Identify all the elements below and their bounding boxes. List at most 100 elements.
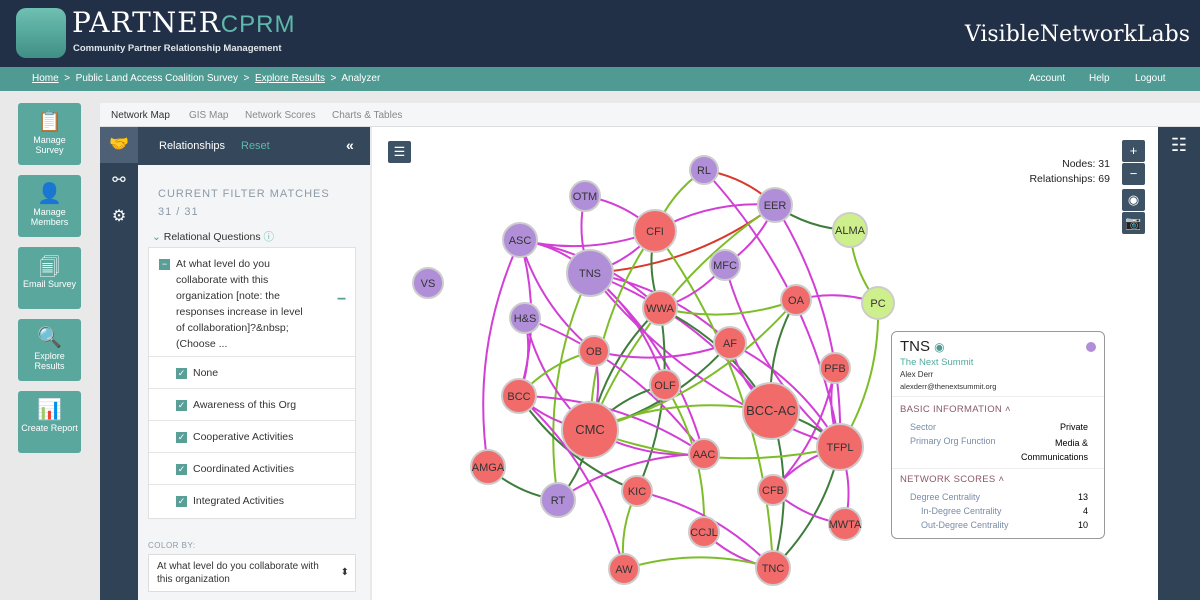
checkbox[interactable]: ✓ xyxy=(176,496,187,507)
create-report-button[interactable]: 📊Create Report xyxy=(18,391,81,453)
node-AAC[interactable]: AAC xyxy=(688,438,720,470)
map-settings-button[interactable]: ☰ xyxy=(388,141,411,163)
node-circle[interactable] xyxy=(816,423,864,471)
tab-network-scores[interactable]: Network Scores xyxy=(245,110,316,121)
node-KIC[interactable]: KIC xyxy=(621,475,653,507)
node-ASC[interactable]: ASC xyxy=(502,222,538,258)
network-scores-toggle[interactable]: NETWORK SCORES ˄ xyxy=(900,474,1005,485)
node-MWTA[interactable]: MWTA xyxy=(828,507,862,541)
nodes-icon[interactable]: ⚯ xyxy=(112,172,126,189)
node-OLF[interactable]: OLF xyxy=(649,369,681,401)
node-BCC-AC[interactable]: BCC-AC xyxy=(742,382,800,440)
node-circle[interactable] xyxy=(608,553,640,585)
node-circle[interactable] xyxy=(566,249,614,297)
color-by-select[interactable]: At what level do you collaborate with th… xyxy=(148,554,356,592)
node-circle[interactable] xyxy=(709,249,741,281)
email-survey-button[interactable]: 🗐Email Survey xyxy=(18,247,81,309)
node-circle[interactable] xyxy=(742,382,800,440)
checkbox[interactable]: ✓ xyxy=(176,432,187,443)
breadcrumb-explore[interactable]: Explore Results xyxy=(254,73,325,84)
node-circle[interactable] xyxy=(569,180,601,212)
question-collapse-checkbox[interactable]: − xyxy=(159,259,170,270)
option-awareness[interactable]: ✓Awareness of this Org xyxy=(149,388,355,420)
node-RT[interactable]: RT xyxy=(540,482,576,518)
explore-results-button[interactable]: 🔍Explore Results xyxy=(18,319,81,381)
node-CMC[interactable]: CMC xyxy=(561,401,619,459)
node-circle[interactable] xyxy=(509,302,541,334)
node-TFPL[interactable]: TFPL xyxy=(816,423,864,471)
relational-questions-toggle[interactable]: ⌄ Relational Questions ⓘ xyxy=(152,229,274,244)
node-circle[interactable] xyxy=(502,222,538,258)
node-circle[interactable] xyxy=(561,401,619,459)
node-circle[interactable] xyxy=(832,212,868,248)
logout-link[interactable]: Logout xyxy=(1135,73,1166,84)
node-AW[interactable]: AW xyxy=(608,553,640,585)
zoom-in-button[interactable]: + xyxy=(1122,140,1145,162)
node-circle[interactable] xyxy=(828,507,862,541)
node-circle[interactable] xyxy=(819,352,851,384)
node-circle[interactable] xyxy=(688,516,720,548)
node-circle[interactable] xyxy=(689,155,719,185)
collapse-panel-button[interactable]: « xyxy=(346,137,354,153)
node-circle[interactable] xyxy=(501,378,537,414)
option-none[interactable]: ✓None xyxy=(149,356,355,388)
checkbox[interactable]: ✓ xyxy=(176,400,187,411)
node-circle[interactable] xyxy=(649,369,681,401)
node-H&S[interactable]: H&S xyxy=(509,302,541,334)
checkbox[interactable]: ✓ xyxy=(176,464,187,475)
node-circle[interactable] xyxy=(412,267,444,299)
node-circle[interactable] xyxy=(642,290,678,326)
eye-icon[interactable]: ◉ xyxy=(934,340,945,354)
handshake-icon[interactable]: 🤝 xyxy=(100,127,138,163)
node-OTM[interactable]: OTM xyxy=(569,180,601,212)
node-circle[interactable] xyxy=(861,286,895,320)
node-BCC[interactable]: BCC xyxy=(501,378,537,414)
node-AF[interactable]: AF xyxy=(713,326,747,360)
node-circle[interactable] xyxy=(780,284,812,316)
node-AMGA[interactable]: AMGA xyxy=(470,449,506,485)
node-CFB[interactable]: CFB xyxy=(757,474,789,506)
node-TNS[interactable]: TNS xyxy=(566,249,614,297)
checkbox[interactable]: ✓ xyxy=(176,368,187,379)
help-icon[interactable]: ⓘ xyxy=(263,231,275,243)
node-MFC[interactable]: MFC xyxy=(709,249,741,281)
help-link[interactable]: Help xyxy=(1089,73,1110,84)
node-PFB[interactable]: PFB xyxy=(819,352,851,384)
option-cooperative[interactable]: ✓Cooperative Activities xyxy=(149,420,355,452)
node-WWA[interactable]: WWA xyxy=(642,290,678,326)
node-EER[interactable]: EER xyxy=(757,187,793,223)
screenshot-button[interactable]: 📷 xyxy=(1122,212,1145,234)
node-circle[interactable] xyxy=(578,335,610,367)
manage-members-button[interactable]: 👤Manage Members xyxy=(18,175,81,237)
node-circle[interactable] xyxy=(621,475,653,507)
eye-icon-button[interactable]: ◉ xyxy=(1122,189,1145,211)
node-OA[interactable]: OA xyxy=(780,284,812,316)
node-VS[interactable]: VS xyxy=(412,267,444,299)
list-icon[interactable]: ☷ xyxy=(1170,135,1188,155)
minus-icon[interactable]: − xyxy=(337,291,347,308)
node-ALMA[interactable]: ALMA xyxy=(832,212,868,248)
node-circle[interactable] xyxy=(470,449,506,485)
node-circle[interactable] xyxy=(757,474,789,506)
node-circle[interactable] xyxy=(755,550,791,586)
option-integrated[interactable]: ✓Integrated Activities xyxy=(149,484,355,516)
manage-survey-button[interactable]: 📋Manage Survey xyxy=(18,103,81,165)
tab-charts-tables[interactable]: Charts & Tables xyxy=(332,110,403,121)
node-circle[interactable] xyxy=(757,187,793,223)
option-coordinated[interactable]: ✓Coordinated Activities xyxy=(149,452,355,484)
node-TNC[interactable]: TNC xyxy=(755,550,791,586)
tab-gis-map[interactable]: GIS Map xyxy=(189,110,229,121)
node-circle[interactable] xyxy=(713,326,747,360)
node-circle[interactable] xyxy=(633,209,677,253)
reset-button[interactable]: Reset xyxy=(241,140,270,152)
basic-info-toggle[interactable]: BASIC INFORMATION ˄ xyxy=(900,404,1011,415)
tab-network-map[interactable]: Network Map xyxy=(111,110,170,121)
breadcrumb-home[interactable]: Home xyxy=(32,73,59,84)
node-circle[interactable] xyxy=(540,482,576,518)
gear-icon[interactable]: ⚙ xyxy=(111,208,127,225)
account-link[interactable]: Account xyxy=(1029,73,1066,84)
node-PC[interactable]: PC xyxy=(861,286,895,320)
node-circle[interactable] xyxy=(688,438,720,470)
node-CFI[interactable]: CFI xyxy=(633,209,677,253)
